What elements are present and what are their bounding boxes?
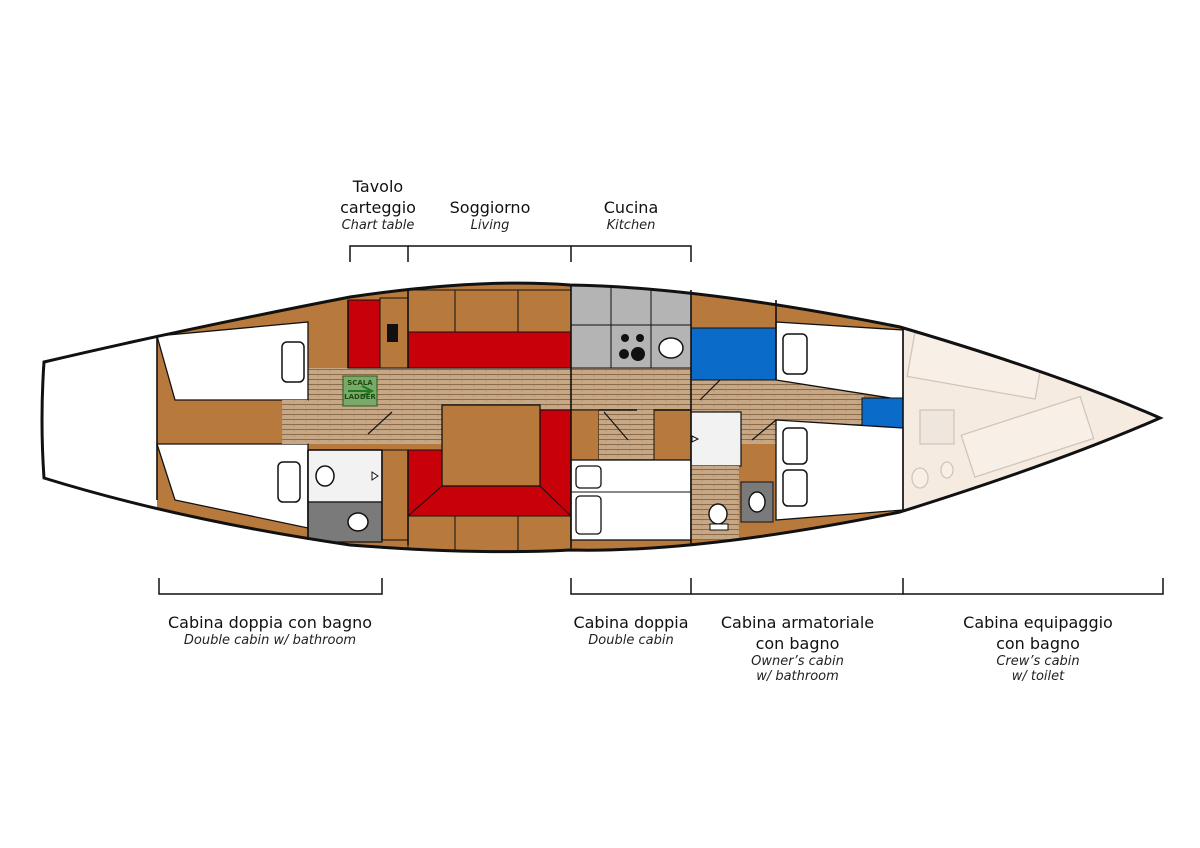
ladder-label-1: SCALA: [347, 379, 373, 387]
owner-pillow-lower-1: [782, 427, 808, 465]
chart-table-subtitle: Chart table: [341, 218, 415, 233]
bracket-double-cabin: [570, 578, 692, 595]
kitchen-sink-icon: [658, 337, 684, 359]
double-cabin-title: Cabina doppia: [573, 613, 689, 632]
crew-cabin-title-2: con bagno: [996, 634, 1080, 653]
door-swings: [367, 379, 777, 441]
chart-table-seat: [347, 299, 381, 369]
owner-cabin-title-2: con bagno: [755, 634, 840, 653]
double-cabin-closet-1: [570, 409, 600, 461]
hull-outline: [40, 281, 1164, 554]
owner-tank: [690, 327, 777, 381]
double-cabin-label: Cabina doppia Double cabin: [561, 612, 701, 648]
double-cabin-pillow-2: [575, 495, 602, 535]
living-label: Soggiorno Living: [420, 197, 560, 233]
living-upper-backrest: [407, 289, 572, 333]
owner-tank-2: [861, 397, 904, 429]
living-title: Soggiorno: [449, 198, 531, 217]
ladder-arrow-icon: [348, 385, 375, 397]
kitchen-title: Cucina: [603, 198, 659, 217]
owner-sink-icon: [748, 491, 766, 513]
aft-pillow-lower: [277, 461, 301, 503]
bottom-brackets: [158, 578, 1164, 595]
chart-table-instrument: [387, 324, 398, 342]
crew-cabin-fixtures: [906, 332, 1095, 489]
owner-cabin-title-1: Cabina armatoriale: [720, 613, 875, 632]
owner-toilet-tank: [709, 523, 729, 531]
owner-cabin-subtitle-2: w/ bathroom: [756, 669, 839, 684]
living-subtitle: Living: [470, 218, 510, 233]
living-side-cabinet: [381, 449, 409, 541]
owner-cabin-label: Cabina armatoriale con bagno Owner’s cab…: [705, 612, 890, 684]
aft-sink-icon: [347, 512, 369, 532]
double-cabin-floor: [599, 410, 654, 460]
kitchen-subtitle: Kitchen: [606, 218, 656, 233]
bracket-chart-table: [349, 245, 409, 262]
ladder-label: SCALA LADDER: [343, 376, 377, 406]
partitions: [156, 286, 904, 548]
owner-toilet-icon: [708, 503, 728, 525]
sofa-corner-line-1: [407, 485, 572, 517]
chart-table-label: Tavolo carteggio Chart table: [328, 176, 428, 233]
aft-tap-icon: [371, 471, 379, 481]
saloon-table: [441, 404, 541, 487]
crew-berth-lower: [960, 395, 1095, 478]
aft-pillow-upper: [281, 341, 305, 383]
owner-pillow-upper: [782, 333, 808, 375]
crew-locker: [919, 409, 955, 445]
chart-table-title-1: Tavolo: [352, 177, 404, 196]
crew-toilet-icon: [911, 467, 929, 489]
double-cabin-bathroom-subtitle: Double cabin w/ bathroom: [183, 633, 357, 648]
crew-cabin-title-1: Cabina equipaggio: [963, 613, 1113, 632]
living-lower-backrest: [407, 515, 572, 552]
crew-cabin-label: Cabina equipaggio con bagno Crew’s cabin…: [943, 612, 1133, 684]
crew-cabin-subtitle-1: Crew’s cabin: [996, 654, 1080, 669]
living-upper-sofa: [407, 331, 572, 369]
owner-pillow-lower-2: [782, 469, 808, 507]
ladder-label-2: LADDER: [344, 393, 376, 401]
bracket-crew-cabin: [903, 578, 1164, 595]
double-cabin-bathroom-title: Cabina doppia con bagno: [167, 613, 373, 632]
bracket-owner-cabin: [691, 578, 904, 595]
double-cabin-pillow-1: [575, 465, 602, 489]
double-cabin-subtitle: Double cabin: [588, 633, 674, 648]
aft-floor-strip: [282, 400, 308, 444]
double-cabin-bathroom-label: Cabina doppia con bagno Double cabin w/ …: [140, 612, 400, 648]
owner-tap-icon: [691, 435, 700, 443]
aft-shower: [307, 501, 383, 543]
bracket-double-cabin-bathroom: [158, 578, 383, 595]
kitchen-label: Cucina Kitchen: [571, 197, 691, 233]
bracket-kitchen: [571, 245, 692, 262]
chart-table-title-2: carteggio: [340, 198, 416, 217]
top-brackets: [349, 245, 692, 262]
stove-icon: [619, 334, 645, 361]
bracket-living: [408, 245, 572, 262]
double-cabin-closet-2: [653, 409, 692, 461]
owner-cabin-subtitle-1: Owner’s cabin: [751, 654, 844, 669]
crew-cabin-subtitle-2: w/ toilet: [1011, 669, 1065, 684]
crew-sink-icon: [940, 461, 954, 479]
aft-toilet-icon: [315, 465, 335, 487]
